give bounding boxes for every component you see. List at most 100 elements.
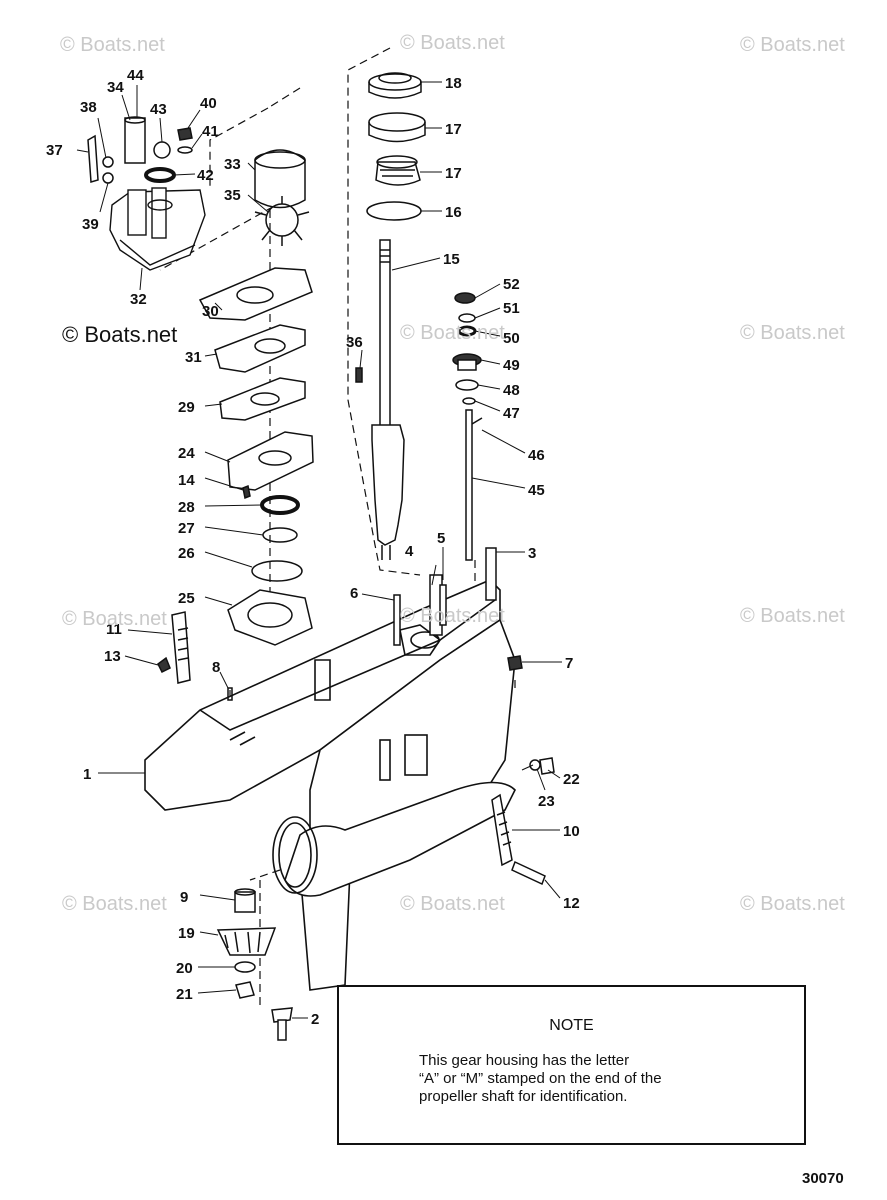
callout-16: 16 bbox=[445, 204, 462, 221]
callout-46: 46 bbox=[528, 447, 545, 464]
callout-34: 34 bbox=[107, 79, 124, 96]
washer bbox=[102, 172, 114, 184]
o-ring-48 bbox=[455, 379, 479, 391]
watermark: © Boats.net bbox=[62, 893, 167, 915]
callout-7: 7 bbox=[565, 655, 573, 672]
callout-11: 11 bbox=[106, 621, 122, 638]
note-line: “A” or “M” stamped on the end of the bbox=[419, 1070, 662, 1087]
key-36 bbox=[355, 367, 363, 383]
watermark: © Boats.net bbox=[400, 322, 505, 344]
screw-13 bbox=[157, 656, 171, 674]
bearing-9 bbox=[234, 891, 256, 913]
washer-23 bbox=[529, 759, 541, 771]
callout-50: 50 bbox=[503, 330, 520, 347]
washer-52 bbox=[454, 292, 476, 304]
gasket-25 bbox=[227, 589, 313, 646]
watermark: © Boats.net bbox=[740, 605, 845, 627]
callout-28: 28 bbox=[178, 499, 195, 516]
watermark: © Boats.net bbox=[740, 893, 845, 915]
watermark: © Boats.net bbox=[740, 322, 845, 344]
seal-28 bbox=[260, 495, 300, 515]
o-ring bbox=[251, 560, 303, 582]
pinion-gear bbox=[216, 927, 277, 956]
callout-5: 5 bbox=[437, 530, 445, 547]
gasket-29 bbox=[219, 377, 306, 421]
note-box: NOTE This gear housing has the letter “A… bbox=[337, 985, 806, 1145]
note-title: NOTE bbox=[549, 1017, 594, 1034]
callout-42: 42 bbox=[197, 167, 214, 184]
callout-9: 9 bbox=[180, 889, 188, 906]
impeller-insert bbox=[254, 149, 306, 209]
callout-30: 30 bbox=[202, 303, 219, 320]
callout-3: 3 bbox=[528, 545, 536, 562]
callout-12: 12 bbox=[563, 895, 580, 912]
pin-46 bbox=[471, 417, 483, 425]
callout-40: 40 bbox=[200, 95, 217, 112]
washer-27 bbox=[262, 527, 298, 543]
callout-21: 21 bbox=[176, 986, 193, 1003]
callout-32: 32 bbox=[130, 291, 147, 308]
watermark: © Boats.net bbox=[740, 34, 845, 56]
callout-38: 38 bbox=[80, 99, 97, 116]
callout-41: 41 bbox=[202, 123, 219, 140]
callout-52: 52 bbox=[503, 276, 520, 293]
callout-27: 27 bbox=[178, 520, 195, 537]
gear-housing bbox=[144, 579, 516, 991]
callout-48: 48 bbox=[503, 382, 520, 399]
bearing-cup-17 bbox=[368, 112, 426, 143]
callout-17-a: 17 bbox=[445, 121, 462, 138]
shim-16 bbox=[366, 201, 422, 221]
water-pump-housing bbox=[109, 187, 206, 271]
callout-17-b: 17 bbox=[445, 165, 462, 182]
screw-2 bbox=[271, 1007, 293, 1041]
ring bbox=[153, 141, 171, 159]
callout-6: 6 bbox=[350, 585, 358, 602]
washer-20 bbox=[234, 961, 256, 973]
plate-31 bbox=[214, 324, 306, 373]
ring-51 bbox=[458, 313, 476, 323]
seal bbox=[102, 156, 114, 168]
note-text: This gear housing has the letter “A” or … bbox=[419, 1052, 799, 1106]
screw-22 bbox=[539, 757, 555, 775]
watermark: © Boats.net bbox=[400, 893, 505, 915]
figure-number: 30070 bbox=[802, 1170, 844, 1187]
callout-44: 44 bbox=[127, 67, 144, 84]
watermark: © Boats.net bbox=[60, 34, 165, 56]
bushing-49 bbox=[452, 353, 482, 371]
watermark-highlighted: © Boats.net bbox=[62, 322, 178, 347]
callout-25: 25 bbox=[178, 590, 195, 607]
nut-21 bbox=[235, 981, 255, 999]
callout-43: 43 bbox=[150, 101, 167, 118]
watermark: © Boats.net bbox=[400, 605, 505, 627]
callout-4: 4 bbox=[405, 543, 414, 560]
pin-8 bbox=[227, 687, 233, 701]
watermark: © Boats.net bbox=[400, 32, 505, 54]
callout-23: 23 bbox=[538, 793, 555, 810]
callout-36: 36 bbox=[346, 334, 363, 351]
screw-12 bbox=[511, 860, 546, 886]
callout-35: 35 bbox=[224, 187, 241, 204]
callout-13: 13 bbox=[104, 648, 121, 665]
note-line: This gear housing has the letter bbox=[419, 1052, 630, 1069]
callout-22: 22 bbox=[563, 771, 580, 788]
gasket-30 bbox=[198, 267, 313, 321]
pin bbox=[242, 484, 251, 500]
callout-45: 45 bbox=[528, 482, 545, 499]
bearing-cup-18 bbox=[368, 72, 422, 99]
tube bbox=[124, 117, 146, 164]
callout-31: 31 bbox=[185, 349, 202, 366]
seal-42 bbox=[144, 167, 176, 183]
water-pump-base bbox=[227, 431, 314, 491]
callout-29: 29 bbox=[178, 399, 195, 416]
callout-14: 14 bbox=[178, 472, 195, 489]
ring-47 bbox=[462, 397, 476, 405]
callout-2: 2 bbox=[311, 1011, 319, 1028]
impeller bbox=[254, 196, 310, 246]
callout-labels: 1 2 3 4 5 6 7 8 9 10 11 12 13 14 15 16 1… bbox=[46, 67, 580, 1028]
bolt bbox=[87, 134, 99, 183]
watermark: © Boats.net bbox=[62, 608, 167, 630]
studs bbox=[393, 547, 497, 646]
callout-24: 24 bbox=[178, 445, 195, 462]
callout-51: 51 bbox=[503, 300, 520, 317]
